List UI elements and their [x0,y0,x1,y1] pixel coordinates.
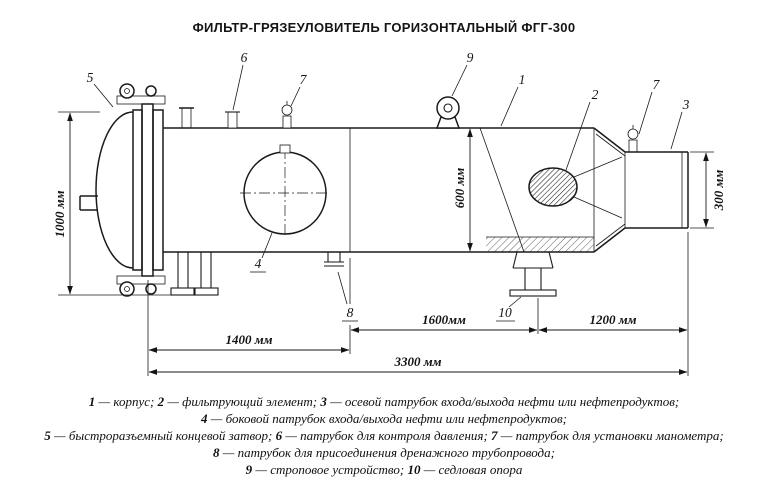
legend: 1 — корпус; 2 — фильтрующий элемент; 3 —… [0,393,768,478]
legend-part-number: 3 [320,394,327,409]
dim-nozzle-diameter-label: 300 мм [711,170,726,212]
legend-part-number: 9 [245,462,253,477]
legend-part-text: — строповое устройство; [252,462,408,477]
legend-line-4: 8 — патрубок для присоединения дренажног… [0,444,768,461]
legend-part-text: — боковой патрубок входа/выхода нефти ил… [207,411,567,426]
legend-line-2: 4 — боковой патрубок входа/выхода нефти … [0,410,768,427]
part-label-1: 1 [519,72,526,87]
dim-body-diameter-label: 600 мм [452,168,467,209]
manometer-nozzle-right [627,125,639,153]
support-legs [170,252,219,296]
legend-part-number: 2 [157,394,165,409]
legend-part-number: 8 [213,445,220,460]
part-label-7-right: 7 [653,77,661,92]
manometer-nozzle-left [281,101,293,129]
legend-part-text: — осевой патрубок входа/выхода нефти или… [326,394,680,409]
part-label-8: 8 [347,305,354,320]
legend-line-3: 5 — быстроразъемный концевой затвор; 6 —… [0,427,768,444]
part-label-7-left: 7 [300,72,308,87]
dim-1400-label: 1400 мм [225,332,272,347]
dim-height-label: 1000 мм [52,190,67,237]
drain-nozzle [324,252,344,267]
dim-1200-label: 1200 мм [589,312,636,327]
part-label-10: 10 [498,305,512,320]
legend-part-number: 6 [275,428,283,443]
legend-part-text: — корпус; [95,394,158,409]
part-label-9: 9 [467,50,474,65]
part-labels: 5 6 7 9 1 2 7 3 4 8 10 [87,50,690,320]
technical-drawing: 5 6 7 9 1 2 7 3 4 8 10 1000 мм 600 мм [52,50,726,376]
legend-part-text: — фильтрующий элемент; [164,394,321,409]
legend-line-1: 1 — корпус; 2 — фильтрующий элемент; 3 —… [0,393,768,410]
legend-part-text: — быстроразъемный концевой затвор; [50,428,276,443]
legend-part-number: 10 [407,462,421,477]
quick-release-closure [79,83,194,297]
legend-part-text: — седловая опора [420,462,523,477]
section-cut [479,127,594,253]
legend-part-number: 4 [201,411,208,426]
part-label-3: 3 [682,97,690,112]
filter-element [528,156,623,219]
legend-part-text: — патрубок для присоединения дренажного … [219,445,555,460]
dim-1600-label: 1600мм [422,312,466,327]
legend-part-number: 5 [44,428,51,443]
legend-part-number: 1 [88,394,96,409]
axial-nozzle [624,151,689,229]
dim-3300-label: 3300 мм [393,354,441,369]
legend-part-text: — патрубок для установки манометра; [497,428,724,443]
dimension-lines: 1000 мм 600 мм 300 мм 1600мм 1200 мм 140 [52,111,726,376]
lifting-lug [435,96,461,129]
conical-reducer [593,127,626,253]
saddle-support [509,251,557,297]
part-label-4: 4 [255,256,262,271]
part-label-2: 2 [592,87,599,102]
part-label-5: 5 [87,70,94,85]
legend-part-number: 7 [491,428,498,443]
leader-lines [93,64,683,322]
drawing-title: ФИЛЬТР-ГРЯЗЕУЛОВИТЕЛЬ ГОРИЗОНТАЛЬНЫЙ ФГГ… [192,20,576,35]
legend-part-text: — патрубок для контроля давления; [282,428,492,443]
legend-line-5: 9 — строповое устройство; 10 — седловая … [0,461,768,478]
pressure-control-nozzle [225,111,240,129]
side-nozzle-flange [240,144,330,238]
part-label-6: 6 [241,50,248,65]
